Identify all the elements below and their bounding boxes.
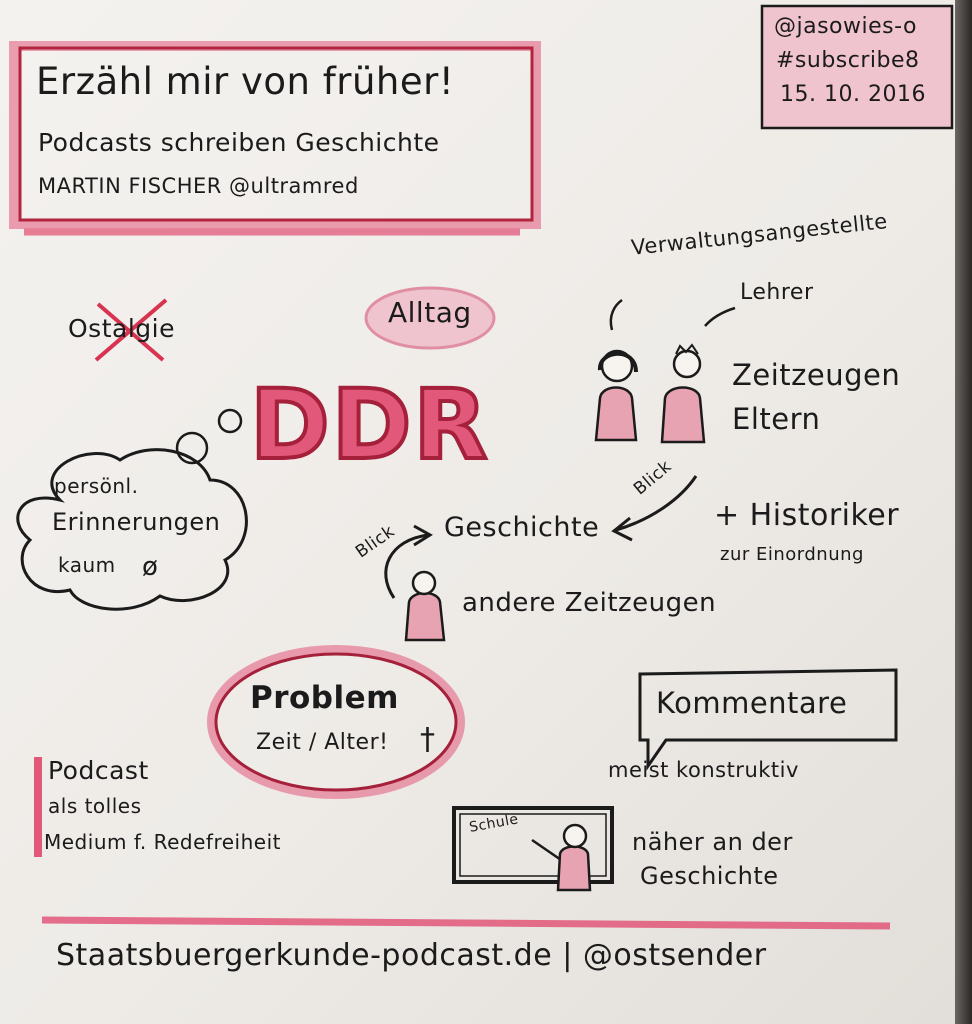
- podcast-note-line-1: Podcast: [48, 756, 149, 785]
- page-subtitle: Podcasts schreiben Geschichte: [38, 128, 440, 157]
- footer-url: Staatsbuergerkunde-podcast.de | @ostsend…: [56, 938, 767, 973]
- tag-card: [760, 4, 954, 130]
- paper-edge-shadow: [955, 0, 972, 1024]
- kommentare-note: meist konstruktiv: [608, 758, 799, 782]
- alltag-ellipse: [364, 286, 496, 350]
- cloud-line-2: Erinnerungen: [52, 508, 221, 536]
- speaker-line: MARTIN FISCHER @ultramred: [38, 174, 359, 198]
- geschichte-label: Geschichte: [444, 512, 600, 543]
- schule-line-1: näher an der: [632, 828, 793, 856]
- podcast-note-bar: [34, 757, 42, 857]
- strike-cross-icon: [94, 298, 168, 362]
- person-icon-witness: [404, 570, 446, 642]
- problem-title: Problem: [250, 680, 399, 716]
- tag-handle: @jasowies-o: [774, 14, 917, 39]
- historiker-label: + Historiker: [714, 498, 900, 533]
- andere-zeitzeugen-label: andere Zeitzeugen: [462, 588, 717, 618]
- eltern-label: Eltern: [732, 402, 821, 436]
- person-icon-man: [660, 343, 706, 444]
- zeitzeugen-label: Zeitzeugen: [732, 358, 901, 392]
- nearly-zero-icon: ø: [142, 552, 158, 582]
- ostalgie-label: Ostalgie: [68, 314, 175, 343]
- page-title: Erzähl mir von früher!: [36, 60, 455, 103]
- podcast-note-line-3: Medium f. Redefreiheit: [44, 830, 281, 854]
- ddr-letters: DDR: [250, 369, 489, 481]
- school-board-icon: [452, 806, 614, 892]
- einordnung-label: zur Einordnung: [720, 544, 864, 565]
- dagger-icon: †: [420, 722, 436, 757]
- thought-bubble-icon: [16, 408, 248, 611]
- podcast-note-line-2: als tolles: [48, 794, 142, 818]
- tag-hashtag: #subscribe8: [776, 48, 920, 73]
- problem-text: Zeit / Alter!: [256, 730, 389, 755]
- schule-line-2: Geschichte: [640, 862, 779, 890]
- cloud-line-1: persönl.: [54, 474, 139, 498]
- problem-ellipse: [207, 645, 465, 799]
- person-icon-woman: [594, 349, 638, 442]
- speech-bubble-icon: [638, 668, 898, 771]
- role-lehrer: Lehrer: [740, 280, 814, 305]
- alltag-label: Alltag: [388, 296, 472, 329]
- footer-divider: [41, 916, 891, 930]
- arrow-icon: [384, 475, 698, 599]
- kommentare-title: Kommentare: [656, 686, 848, 720]
- title-frame: [9, 41, 541, 236]
- cloud-line-3: kaum: [58, 553, 116, 577]
- role-pointers: [609, 298, 736, 331]
- tag-date: 15. 10. 2016: [780, 82, 926, 107]
- problem-ellipse-outline: [214, 652, 458, 792]
